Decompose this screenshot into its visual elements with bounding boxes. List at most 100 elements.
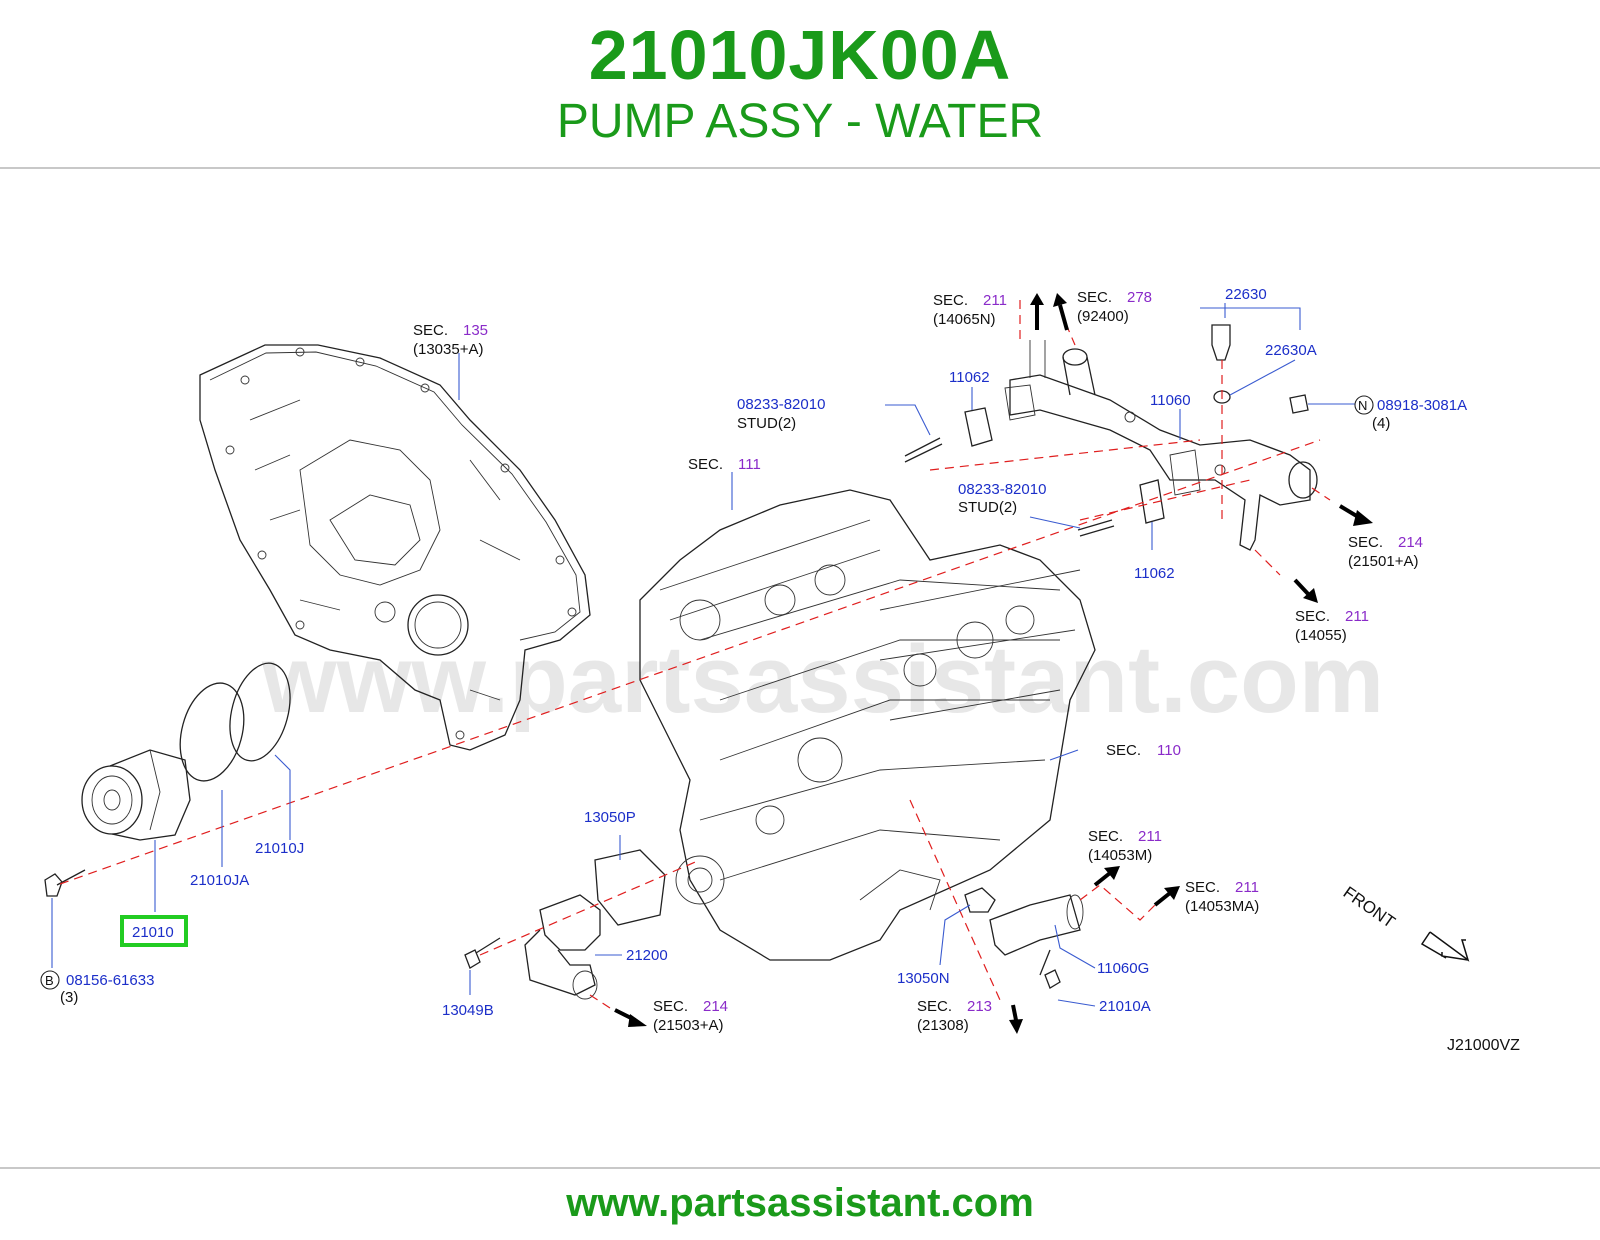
part-label-21010A[interactable]: 21010A [1099, 998, 1151, 1015]
part-label-22630[interactable]: 22630 [1225, 286, 1267, 303]
n-marker: N [1358, 398, 1367, 413]
gasket-21010J [229, 662, 291, 762]
svg-text:SEC.: SEC. [1295, 608, 1330, 625]
svg-text:(21501+A): (21501+A) [1348, 553, 1418, 570]
front-label: FRONT [1340, 883, 1399, 932]
part-label-21200[interactable]: 21200 [626, 947, 668, 964]
temp-sensor-22630 [1211, 324, 1231, 361]
stud-lower [1077, 519, 1115, 537]
b-marker: B [45, 973, 54, 988]
sec-111-callout: SEC. 111 [688, 456, 761, 473]
svg-text:(21503+A): (21503+A) [653, 1017, 723, 1034]
sec-211-14053ma-callout: SEC. 211 (14053MA) [1185, 879, 1259, 915]
part-label-11062-lower[interactable]: 11062 [1134, 565, 1175, 582]
sec-110-callout: SEC. 110 [1106, 742, 1181, 759]
diagram-code: J21000VZ [1447, 1037, 1520, 1054]
part-label-13050P[interactable]: 13050P [584, 809, 636, 826]
sec-211-14053m-callout: SEC. 211 (14053M) [1088, 828, 1162, 864]
footer-divider [0, 1167, 1600, 1169]
watermark-text: www.partsassistant.com [261, 626, 1384, 733]
part-label-13049B[interactable]: 13049B [442, 1002, 494, 1019]
selected-part-highlight [120, 915, 188, 947]
svg-text:(21308): (21308) [917, 1017, 969, 1034]
page-header: 21010JK00A PUMP ASSY - WATER [0, 0, 1600, 168]
svg-text:SEC.: SEC. [917, 998, 952, 1015]
part-label-08233-82010-upper[interactable]: 08233-82010 [737, 396, 825, 413]
part-label-21010J[interactable]: 21010J [255, 840, 304, 857]
gasket-11062-upper [964, 407, 993, 447]
front-direction-indicator: FRONT [1340, 883, 1470, 962]
bolt-21010A [1039, 949, 1061, 989]
svg-text:(92400): (92400) [1077, 308, 1129, 325]
sec-135-callout: SEC. 135 (13035+A) [413, 322, 488, 358]
qty-08156: (3) [60, 989, 78, 1006]
part-label-11062-upper[interactable]: 11062 [949, 369, 990, 386]
water-inlet-drawing [964, 887, 1084, 989]
svg-text:SEC.: SEC. [688, 456, 723, 473]
svg-text:SEC.: SEC. [1106, 742, 1141, 759]
sec-214-21501-callout: SEC. 214 (21501+A) [1348, 534, 1423, 570]
svg-text:214: 214 [703, 998, 728, 1015]
svg-text:SEC.: SEC. [413, 322, 448, 339]
svg-text:SEC.: SEC. [933, 292, 968, 309]
part-label-11060G[interactable]: 11060G [1097, 960, 1149, 977]
part-label-08233-82010-lower[interactable]: 08233-82010 [958, 481, 1046, 498]
sec-278-callout: SEC. 278 (92400) [1077, 289, 1152, 325]
part-label-22630A[interactable]: 22630A [1265, 342, 1317, 359]
svg-text:(14053M): (14053M) [1088, 847, 1152, 864]
part-number-title: 21010JK00A [588, 16, 1012, 94]
svg-text:214: 214 [1398, 534, 1423, 551]
svg-text:(13035+A): (13035+A) [413, 341, 483, 358]
svg-text:135: 135 [463, 322, 488, 339]
gasket-11062-lower [1139, 479, 1165, 524]
gasket-13050P [594, 849, 666, 926]
part-label-21010-selected[interactable]: 21010 [132, 924, 174, 941]
stud-upper [904, 437, 943, 463]
svg-text:211: 211 [1235, 879, 1259, 896]
stud-qty-upper: STUD(2) [737, 415, 796, 432]
svg-text:(14055): (14055) [1295, 627, 1347, 644]
qty-08918: (4) [1372, 415, 1390, 432]
bolt-08918 [1289, 394, 1309, 414]
stud-qty-lower: STUD(2) [958, 499, 1017, 516]
svg-text:110: 110 [1157, 742, 1181, 759]
svg-text:SEC.: SEC. [1088, 828, 1123, 845]
svg-text:111: 111 [738, 456, 761, 473]
part-name-subtitle: PUMP ASSY - WATER [556, 95, 1044, 148]
svg-text:211: 211 [1345, 608, 1369, 625]
part-label-08918-3081A[interactable]: 08918-3081A [1377, 397, 1467, 414]
direction-arrows [614, 293, 1373, 1034]
bolt-13049B [464, 937, 501, 969]
part-label-08156-61633[interactable]: 08156-61633 [66, 972, 154, 989]
engine-block-drawing [639, 489, 1096, 961]
svg-text:211: 211 [983, 292, 1007, 309]
sec-213-callout: SEC. 213 (21308) [917, 998, 992, 1034]
svg-text:SEC.: SEC. [1077, 289, 1112, 306]
header-divider [0, 167, 1600, 169]
svg-text:SEC.: SEC. [1185, 879, 1220, 896]
part-label-13050N[interactable]: 13050N [897, 970, 950, 987]
water-pump-drawing [81, 749, 191, 841]
thermostat-housing-drawing [464, 849, 666, 1000]
svg-text:213: 213 [967, 998, 992, 1015]
part-label-08918-group: N 08918-3081A (4) [1354, 395, 1467, 432]
svg-text:278: 278 [1127, 289, 1152, 306]
sec-211-14065n-callout: SEC. 211 (14065N) [933, 292, 1007, 328]
footer-website-link[interactable]: www.partsassistant.com [566, 1181, 1034, 1225]
sec-211-14055-callout: SEC. 211 (14055) [1295, 608, 1369, 644]
svg-text:SEC.: SEC. [1348, 534, 1383, 551]
part-label-08156-group: B 08156-61633 (3) [40, 970, 154, 1006]
svg-text:(14065N): (14065N) [933, 311, 996, 328]
gasket-21010JA [179, 682, 245, 782]
part-label-11060[interactable]: 11060 [1150, 392, 1191, 409]
part-label-21010JA[interactable]: 21010JA [190, 872, 249, 889]
front-timing-cover-drawing [199, 344, 591, 751]
svg-text:SEC.: SEC. [653, 998, 688, 1015]
svg-text:(14053MA): (14053MA) [1185, 898, 1259, 915]
leader-lines [51, 303, 1355, 1007]
gasket-13050N [964, 887, 996, 913]
bolt-08156 [44, 869, 86, 897]
svg-text:211: 211 [1138, 828, 1162, 845]
sec-214-21503-callout: SEC. 214 (21503+A) [653, 998, 728, 1034]
